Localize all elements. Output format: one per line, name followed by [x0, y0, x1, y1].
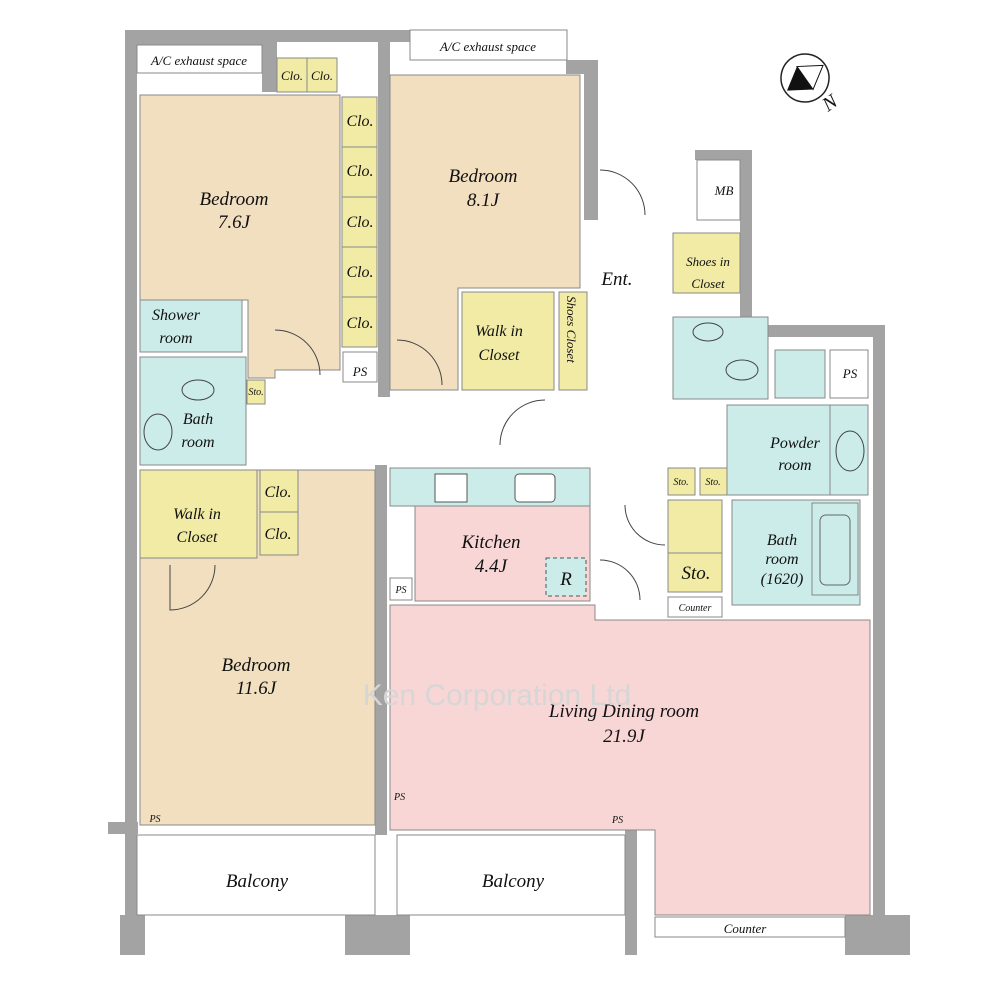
ps-box — [342, 351, 378, 383]
shoes-closet-label: Shoes Closet — [564, 296, 579, 363]
closet-label: Clo. — [264, 484, 291, 501]
shoes-in-closet-label: Shoes in — [686, 254, 730, 269]
bedroom-2-size: 8.1J — [467, 190, 501, 211]
toilet-room — [672, 316, 769, 400]
bath-room-right-label: room — [765, 551, 798, 568]
counter-label: Counter — [724, 921, 768, 936]
kitchen-size: 4.4J — [475, 556, 509, 577]
balcony-right — [396, 834, 626, 916]
powder-room-label: Powder — [769, 435, 821, 452]
counter-box — [667, 596, 723, 618]
ps-label: PS — [393, 792, 405, 803]
walk-in-closet-label: Closet — [177, 529, 218, 546]
ps-label: PS — [842, 366, 858, 381]
bath-room-label: Bath — [183, 411, 213, 428]
ps-label: PS — [352, 364, 368, 379]
ps-box — [389, 577, 413, 601]
powder-room-label: room — [778, 457, 811, 474]
living-name: Living Dining room — [548, 701, 699, 722]
closet-label: Clo. — [346, 264, 373, 281]
bath-room-left — [139, 356, 247, 466]
kitchen-counter — [389, 467, 591, 507]
ps-label: PS — [148, 814, 160, 825]
walk-in-closet-label: Walk in — [475, 323, 523, 340]
balcony-label: Balcony — [226, 871, 289, 892]
walk-in-closet-label: Closet — [479, 347, 520, 364]
bedroom-3-size: 11.6J — [236, 678, 278, 699]
watermark: Ken Corporation Ltd — [363, 679, 632, 712]
bath-room-label: room — [181, 434, 214, 451]
shoes-closet — [558, 291, 588, 391]
ac-exhaust-right — [409, 29, 568, 61]
shower-room-label: room — [159, 330, 192, 347]
storage-label: Sto. — [248, 387, 263, 398]
closets-column: Clo. Clo. Clo. Clo. Clo. — [341, 96, 378, 348]
counter-box — [654, 916, 846, 938]
storage-small — [667, 467, 696, 496]
closet-label: Clo. — [346, 113, 373, 130]
walls — [108, 30, 910, 955]
closet-label: Clo. — [311, 68, 333, 83]
toilet-icon — [725, 359, 759, 381]
ac-exhaust-right-label: A/C exhaust space — [439, 39, 536, 54]
closet-label: Clo. — [346, 163, 373, 180]
kitchen-name: Kitchen — [460, 532, 520, 553]
sink-icon — [514, 473, 556, 503]
bath-room-right-label: Bath — [767, 532, 797, 549]
closet-label: Clo. — [281, 68, 303, 83]
north-compass — [780, 53, 830, 103]
closets-top: Clo. Clo. — [276, 57, 338, 93]
closet-label: Clo. — [264, 526, 291, 543]
shower-room — [139, 299, 243, 353]
bedroom-8-1 — [389, 74, 581, 391]
living-dining-room — [389, 604, 871, 916]
ps-label: PS — [394, 585, 406, 596]
sink-icon — [835, 430, 865, 472]
mb-box — [696, 159, 741, 221]
entrance-label: Ent. — [600, 269, 632, 290]
bedroom-3-name: Bedroom — [222, 655, 291, 676]
storage-label: Sto. — [681, 563, 710, 584]
storage — [667, 499, 723, 593]
sink-icon — [143, 413, 173, 451]
storage-small — [246, 379, 266, 405]
ac-exhaust-left-label: A/C exhaust space — [150, 53, 247, 68]
walk-in-closet-lower — [139, 469, 258, 559]
walk-in-closet-upper — [461, 291, 555, 391]
storage-label: Sto. — [705, 477, 720, 488]
closet — [259, 511, 299, 556]
refrigerator — [545, 557, 587, 597]
ac-exhaust-left — [136, 44, 263, 74]
bath-room-right — [731, 499, 861, 606]
shower-room-label: Shower — [152, 307, 201, 324]
bedroom-1-size: 7.6J — [218, 212, 252, 233]
stove-icon — [434, 473, 468, 503]
ps-label: PS — [611, 815, 623, 826]
shoes-in-closet-label: Closet — [691, 276, 725, 291]
storage-label: Sto. — [673, 477, 688, 488]
doors — [169, 169, 666, 611]
counter-label: Counter — [679, 603, 712, 614]
powder-room — [726, 404, 869, 496]
refrigerator-label: R — [559, 569, 572, 590]
storage-small — [699, 467, 728, 496]
toilet-icon — [181, 379, 215, 401]
closet-label: Clo. — [346, 315, 373, 332]
closet-label: Clo. — [346, 214, 373, 231]
bedroom-2-name: Bedroom — [449, 166, 518, 187]
bedroom-1-name: Bedroom — [200, 189, 269, 210]
balcony-label: Balcony — [482, 871, 545, 892]
sink-icon — [692, 322, 724, 342]
bathtub-icon — [819, 514, 851, 586]
bath-room-right-label: (1620) — [761, 571, 804, 588]
mb-label: MB — [714, 183, 734, 198]
shoes-in-closet — [672, 232, 741, 294]
shower-unit — [774, 349, 826, 399]
ps-box — [829, 349, 869, 399]
living-size: 21.9J — [603, 726, 646, 747]
balcony-left — [136, 834, 376, 916]
walk-in-closet-label: Walk in — [173, 506, 221, 523]
